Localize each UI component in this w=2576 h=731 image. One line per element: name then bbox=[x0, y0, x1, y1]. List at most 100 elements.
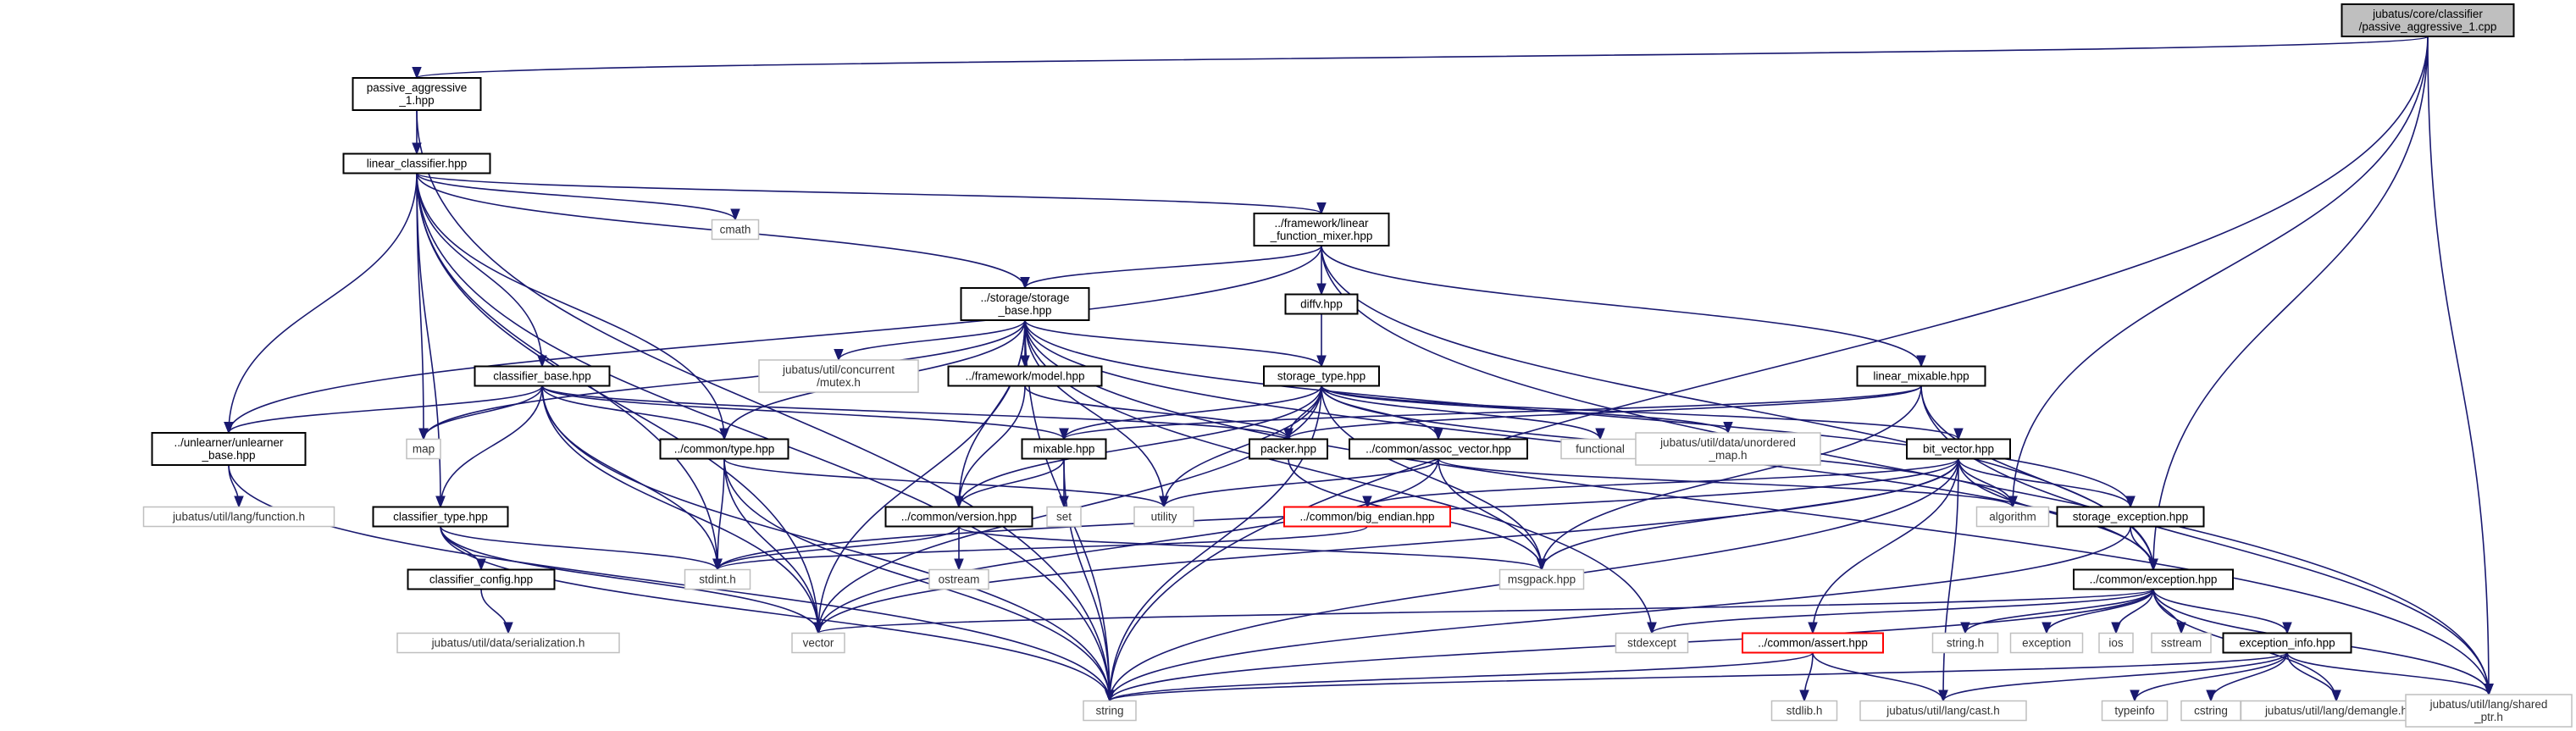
edge-exception_info-to-cast bbox=[1938, 652, 2288, 702]
node-root[interactable]: jubatus/core/classifier/passive_aggressi… bbox=[2341, 3, 2515, 37]
node-common-type[interactable]: ../common/type.hpp bbox=[659, 438, 789, 460]
node-label: algorithm bbox=[1989, 511, 2036, 523]
node-framework-model[interactable]: ../framework/model.hpp bbox=[947, 365, 1103, 387]
node-label: classifier_type.hpp bbox=[393, 511, 488, 523]
node-label: _ptr.h bbox=[2474, 711, 2503, 723]
node-label: packer.hpp bbox=[1260, 443, 1316, 456]
node-linear-function-mixer[interactable]: ../framework/linear_function_mixer.hpp bbox=[1253, 213, 1390, 246]
node-box bbox=[1931, 632, 1999, 654]
node-pa1hpp[interactable]: passive_aggressive_1.hpp bbox=[352, 77, 482, 111]
node-linear-classifier[interactable]: linear_classifier.hpp bbox=[342, 152, 491, 174]
node-label: functional bbox=[1576, 443, 1625, 456]
node-label: classifier_config.hpp bbox=[429, 573, 533, 586]
node-assoc-vector[interactable]: ../common/assoc_vector.hpp bbox=[1349, 438, 1528, 460]
node-typeinfo: typeinfo bbox=[2101, 700, 2169, 722]
node-box bbox=[396, 632, 620, 654]
node-diffv[interactable]: diffv.hpp bbox=[1284, 293, 1359, 315]
edge-mixable-to-string bbox=[1063, 458, 1115, 702]
edge-common_type-to-stdint bbox=[712, 458, 725, 571]
node-box bbox=[352, 77, 482, 111]
node-label: string.h bbox=[1947, 637, 1984, 650]
edge-classifier_base-to-classifier_type bbox=[435, 385, 543, 508]
node-string: string bbox=[1083, 700, 1137, 722]
node-classifier-type[interactable]: classifier_type.hpp bbox=[372, 506, 509, 528]
node-label: _function_mixer.hpp bbox=[1270, 230, 1373, 242]
edge-bit_vector-to-storage_exception bbox=[1958, 458, 2136, 508]
node-label: ../storage/storage bbox=[980, 291, 1069, 304]
node-common-exception[interactable]: ../common/exception.hpp bbox=[2073, 568, 2234, 590]
node-box bbox=[960, 287, 1090, 321]
node-label: ../common/big_endian.hpp bbox=[1299, 511, 1434, 523]
node-common-assert[interactable]: ../common/assert.hpp bbox=[1742, 632, 1884, 654]
node-box bbox=[2151, 632, 2212, 654]
edge-classifier_base-to-string bbox=[541, 385, 1115, 702]
node-label: diffv.hpp bbox=[1300, 298, 1343, 311]
edge-storage_type-to-unordered_map bbox=[1321, 385, 1733, 435]
edge-classifier_type-to-string bbox=[440, 526, 1115, 702]
edge-common_exception-to-exception_info bbox=[2152, 589, 2292, 634]
node-box bbox=[2341, 3, 2515, 37]
node-label: jubatus/util/lang/cast.h bbox=[1886, 705, 2000, 717]
node-common-version[interactable]: ../common/version.hpp bbox=[884, 506, 1033, 528]
node-box bbox=[1021, 438, 1107, 460]
node-box bbox=[1499, 568, 1585, 590]
node-sstream: sstream bbox=[2151, 632, 2212, 654]
node-box bbox=[1283, 506, 1451, 528]
node-label: map bbox=[413, 443, 435, 456]
node-storage-base[interactable]: ../storage/storage_base.hpp bbox=[960, 287, 1090, 321]
node-label: vector bbox=[803, 637, 834, 650]
edge-classifier_base-to-packer bbox=[541, 385, 1294, 440]
node-label: exception_info.hpp bbox=[2239, 637, 2335, 650]
node-label: jubatus/util/lang/function.h bbox=[172, 511, 305, 523]
node-big-endian[interactable]: ../common/big_endian.hpp bbox=[1283, 506, 1451, 528]
edge-assoc_vector-to-utility bbox=[1159, 458, 1439, 508]
edge-common_version-to-stdint bbox=[712, 526, 960, 571]
node-unlearner-base[interactable]: ../unlearner/unlearner_base.hpp bbox=[151, 432, 307, 466]
edge-linear_classifier-to-linear_function_mixer bbox=[416, 172, 1327, 215]
node-label: typeinfo bbox=[2114, 705, 2154, 717]
node-mixable[interactable]: mixable.hpp bbox=[1021, 438, 1107, 460]
edge-classifier_config-to-serialization bbox=[480, 589, 513, 634]
node-exception-info[interactable]: exception_info.hpp bbox=[2222, 632, 2352, 654]
edge-framework_model-to-common_version bbox=[954, 385, 1026, 508]
node-box bbox=[142, 506, 335, 528]
node-label: jubatus/util/lang/demangle.h bbox=[2264, 705, 2407, 717]
node-ios: ios bbox=[2098, 632, 2134, 654]
edge-classifier_base-to-unlearner_base bbox=[224, 385, 543, 435]
node-bit-vector[interactable]: bit_vector.hpp bbox=[1906, 438, 2011, 460]
node-label: ../common/exception.hpp bbox=[2090, 573, 2218, 586]
edge-common_assert-to-stdlib bbox=[1799, 652, 1814, 702]
node-box bbox=[1859, 700, 2027, 722]
node-function-h: jubatus/util/lang/function.h bbox=[142, 506, 335, 528]
node-box bbox=[884, 506, 1033, 528]
node-label: ../common/type.hpp bbox=[674, 443, 775, 456]
node-storage-type[interactable]: storage_type.hpp bbox=[1263, 365, 1380, 387]
node-label: mixable.hpp bbox=[1033, 443, 1095, 456]
edge-linear_classifier-to-cmath bbox=[416, 173, 740, 221]
node-packer[interactable]: packer.hpp bbox=[1249, 438, 1328, 460]
node-box bbox=[151, 432, 307, 466]
node-ostream: ostream bbox=[928, 568, 989, 590]
edge-bit_vector-to-big_endian bbox=[1362, 457, 1959, 508]
node-string-h: string.h bbox=[1931, 632, 1999, 654]
node-label: msgpack.hpp bbox=[1508, 573, 1576, 586]
edge-classifier_base-to-map bbox=[418, 385, 543, 440]
edge-storage_base-to-utility bbox=[1024, 319, 1169, 508]
edge-storage_base-to-mutex bbox=[834, 319, 1026, 362]
edge-common_assert-to-cast bbox=[1812, 652, 1948, 702]
node-storage-exception[interactable]: storage_exception.hpp bbox=[2056, 506, 2205, 528]
edge-assoc_vector-to-algorithm bbox=[1438, 457, 2018, 508]
edge-linear_function_mixer-to-storage_base bbox=[1020, 245, 1322, 290]
edge-classifier_type-to-vector bbox=[440, 526, 823, 634]
node-linear-mixable[interactable]: linear_mixable.hpp bbox=[1856, 365, 1986, 387]
edge-storage_base-to-map bbox=[418, 319, 1026, 440]
node-label: ../framework/linear bbox=[1274, 217, 1369, 230]
node-label: _base.hpp bbox=[997, 304, 1051, 317]
node-classifier-config[interactable]: classifier_config.hpp bbox=[407, 568, 556, 590]
node-box bbox=[684, 568, 751, 590]
node-box bbox=[2098, 632, 2134, 654]
node-box bbox=[474, 365, 611, 387]
edge-exception_info-to-shared_ptr bbox=[2286, 652, 2494, 696]
node-classifier-base[interactable]: classifier_base.hpp bbox=[474, 365, 611, 387]
edge-common_type-to-utility bbox=[723, 457, 1169, 508]
